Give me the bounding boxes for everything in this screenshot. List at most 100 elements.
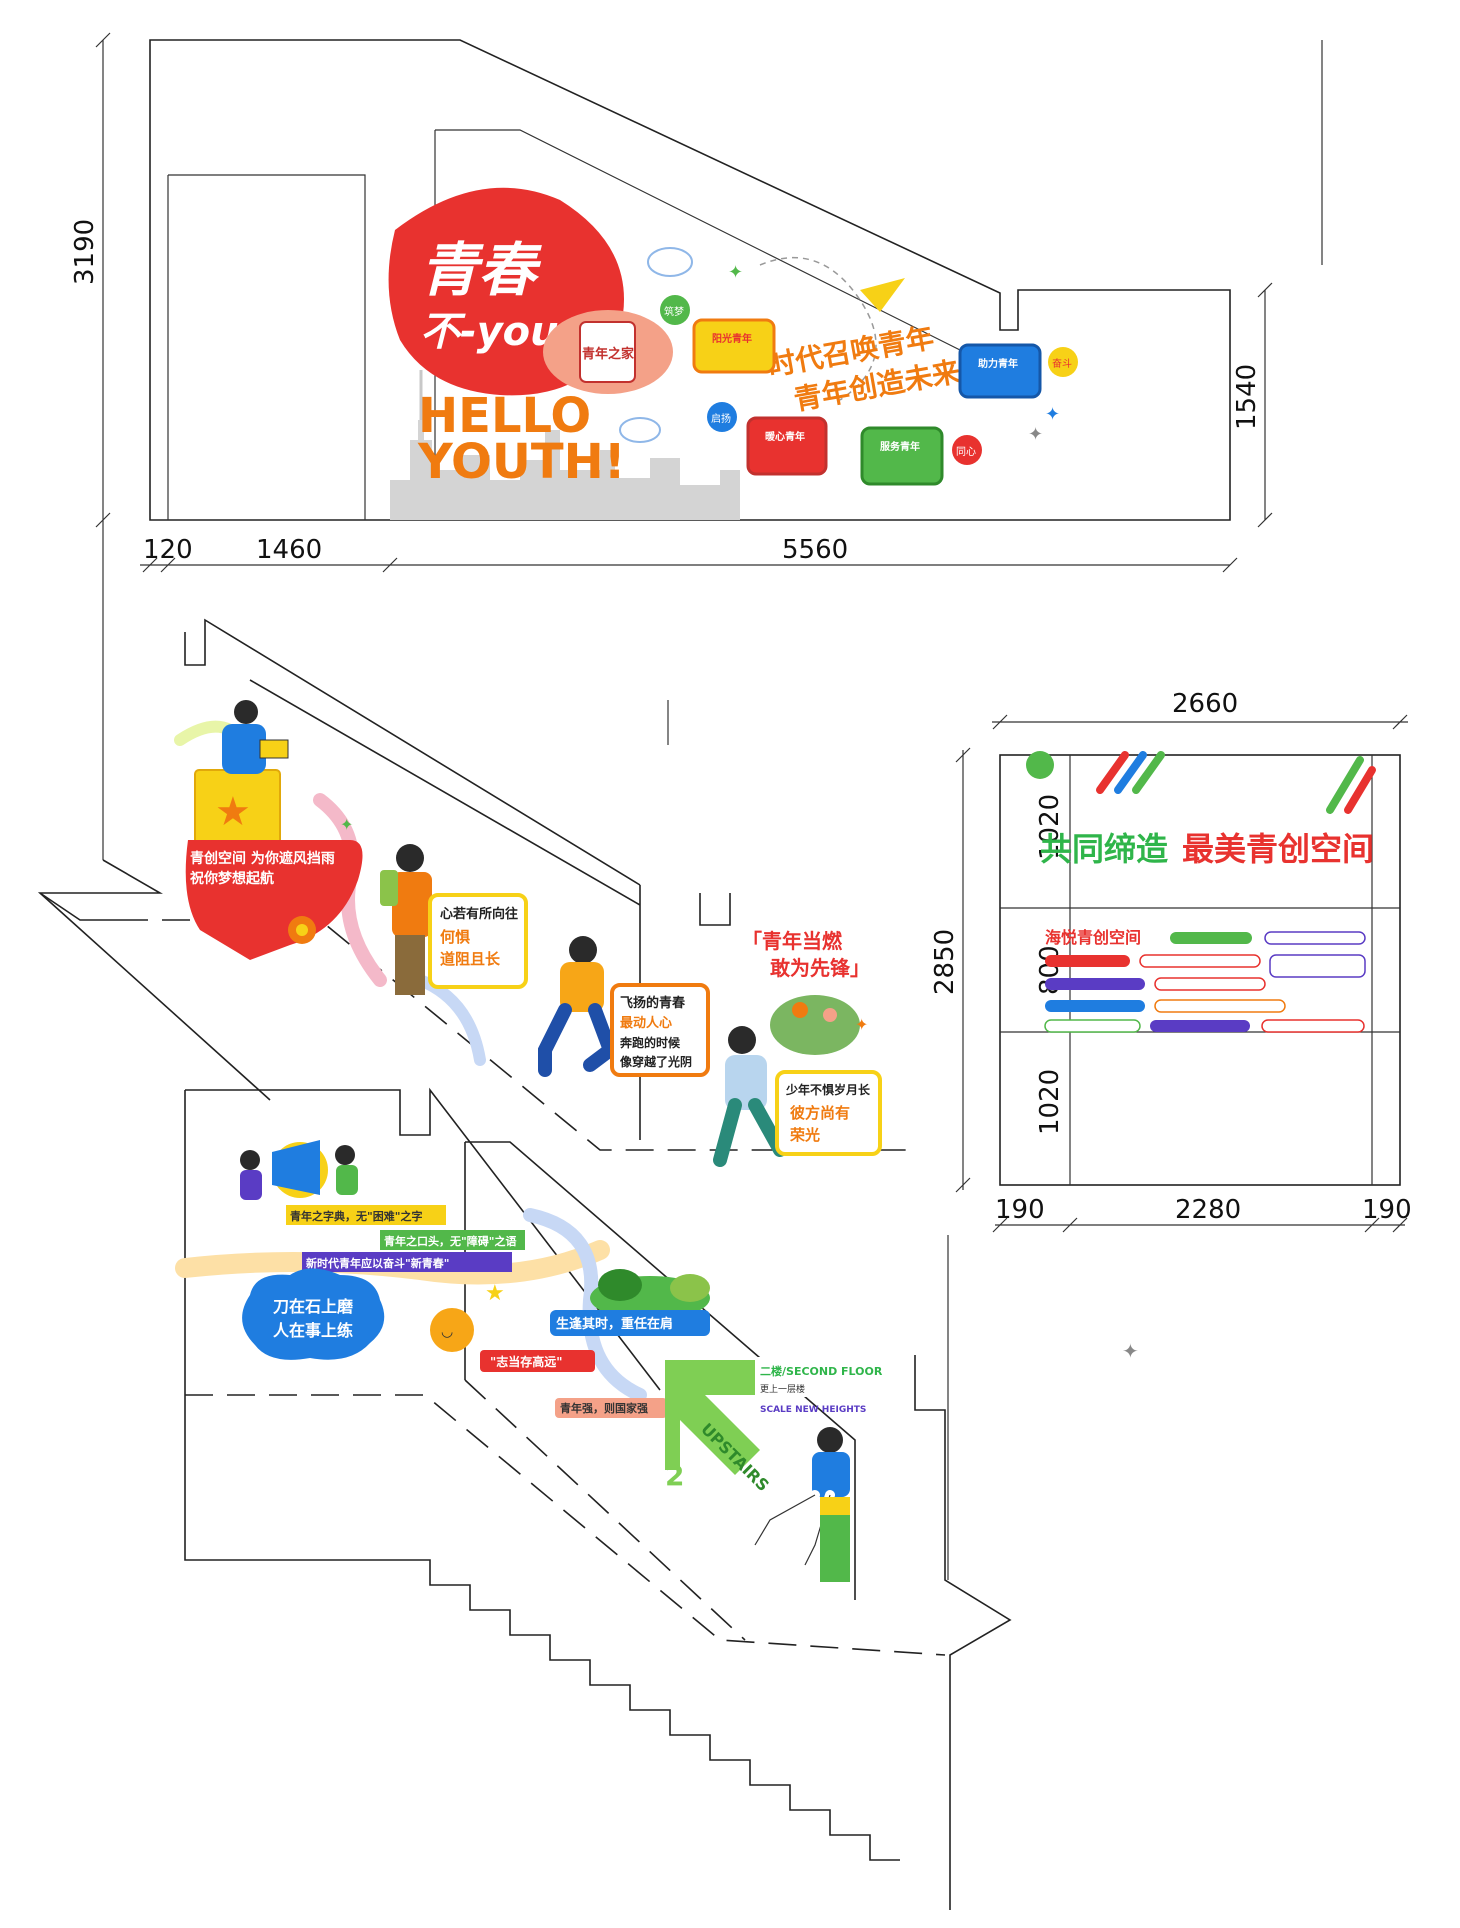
banner-responsibility-text: 生逢其时，重任在肩 — [556, 1316, 673, 1332]
info-bar — [1269, 954, 1366, 978]
plant-bouquet-icon — [770, 995, 860, 1055]
bubble-youth-glory-line3: 荣光 — [789, 1126, 820, 1144]
bubble-heart-way-line3: 道阻且长 — [440, 950, 501, 968]
star-icon: ★ — [215, 789, 251, 835]
bubble-heart-way-line2: 何惧 — [440, 928, 470, 946]
tag-together-label: 同心 — [956, 446, 976, 458]
hello-line2: YOUTH! — [417, 434, 626, 490]
ribbon-decoration — [414, 974, 486, 1066]
person-jumping-body — [560, 962, 604, 1012]
paper-plane-icon — [860, 278, 905, 312]
color-stroke — [1114, 751, 1147, 794]
dim-right-width: 2660 — [1172, 689, 1238, 719]
smiling-sun-icon — [430, 1308, 474, 1352]
dim-right-w2: 2280 — [1175, 1195, 1241, 1225]
tag-strive — [1048, 347, 1078, 377]
person-jumping-legs — [538, 1003, 619, 1077]
person-bouquet-head — [728, 1026, 756, 1054]
color-stroke — [1326, 756, 1364, 814]
person-reader-head — [234, 700, 258, 724]
banner-country-strong-text: 青年强，则国家强 — [560, 1401, 648, 1415]
bubble-youth-help-label: 助力青年 — [978, 357, 1018, 370]
info-bar — [1154, 977, 1266, 991]
backpack-icon — [380, 870, 398, 906]
person-bouquet-legs — [713, 1098, 787, 1167]
banner-ambition — [480, 1350, 595, 1372]
person-jumping-head — [569, 936, 597, 964]
info-bar — [1045, 1000, 1145, 1012]
quote-youth-line1: 「青年当燃 — [742, 929, 843, 953]
bubble-flying-youth — [610, 983, 710, 1077]
info-bar — [1154, 999, 1286, 1013]
sparkle-icon: ✦ — [1028, 424, 1043, 445]
dim-top-w2: 1460 — [256, 535, 322, 565]
sparkle-icon: ✦ — [340, 815, 353, 834]
person-bouquet-body — [725, 1055, 767, 1110]
tag-fly — [707, 402, 737, 432]
info-bar — [1044, 1019, 1141, 1033]
floor-label: 二楼/SECOND FLOOR — [760, 1364, 883, 1378]
dim-right-w3: 190 — [1362, 1195, 1412, 1225]
banner-dictionary — [286, 1205, 446, 1225]
dim-right-h1: 1020 — [1035, 794, 1065, 860]
bubble-flying-youth-line4: 像穿越了光阴 — [620, 1054, 692, 1069]
info-bar — [1045, 978, 1145, 990]
city-skyline — [390, 420, 740, 520]
bubble-youth-care: 暖心青年 — [746, 416, 828, 476]
sparkle-icon: ✦ — [855, 1015, 868, 1034]
color-stroke — [1132, 751, 1165, 794]
blue-cloud-line1: 刀在石上磨 — [273, 1297, 353, 1316]
heart-bubble-line1: 青创空间 为你遮风挡雨 — [190, 850, 335, 867]
person-backpack-legs — [395, 935, 425, 995]
person-reader-body — [222, 724, 266, 774]
top-wall-elevation: 3190 1540 120 1460 5560 青春 不-young 青年之家 … — [70, 32, 1323, 573]
right-title-green: 共同缔造 — [1040, 830, 1168, 868]
sparkle-icon: ✦ — [1122, 1339, 1139, 1363]
bubble-youth-care-label: 暖心青年 — [765, 430, 805, 443]
bubble-heart-way-line1: 心若有所向往 — [440, 906, 518, 922]
floor-sub1: 更上一层楼 — [760, 1383, 805, 1395]
info-bar — [1139, 954, 1261, 968]
blue-cloud-bubble — [242, 1268, 385, 1360]
bubble-youth-glory-line2: 彼方尚有 — [790, 1104, 850, 1122]
tag-dream-label: 筑梦 — [664, 305, 684, 318]
info-bar — [1150, 1020, 1250, 1032]
bubble-youth-service-label: 服务青年 — [880, 440, 920, 453]
book-icon — [259, 739, 289, 759]
star-icon: ★ — [485, 1281, 505, 1306]
color-stroke — [1096, 751, 1129, 794]
dim-top-height: 3190 — [70, 219, 100, 285]
dim-right-height: 2850 — [930, 929, 960, 995]
dim-top-w3: 5560 — [782, 535, 848, 565]
cloud-icon — [647, 247, 693, 277]
tag-together — [952, 435, 982, 465]
bubble-youth-sun: 阳光青年 — [692, 318, 776, 374]
tag-dream — [660, 295, 690, 325]
banner-ambition-text: "志当存高远" — [490, 1354, 563, 1369]
lower-stair-elevation: 青年之字典，无"困难"之字 青年之口头，无"障碍"之语 新时代青年应以奋斗"新青… — [175, 1087, 1012, 1910]
banner-country-strong — [555, 1398, 667, 1418]
right-info-title: 海悦青创空间 — [1045, 928, 1141, 947]
floor-sub2: SCALE NEW HEIGHTS — [760, 1405, 866, 1415]
bubble-flying-youth-line3: 奔跑的时候 — [619, 1035, 681, 1050]
banner-responsibility — [550, 1310, 710, 1336]
banner-new-youth-text: 新时代青年应以奋斗"新青春" — [306, 1256, 449, 1270]
tag-strive-label: 奋斗 — [1052, 357, 1072, 370]
banner-dictionary-text: 青年之字典，无"困难"之字 — [290, 1209, 422, 1223]
bubble-youth-service: 服务青年 — [860, 426, 944, 486]
ribbon-decoration — [523, 1208, 647, 1402]
sparkle-icon: ✦ — [728, 262, 743, 283]
bubble-youth-glory — [775, 1070, 882, 1156]
right-title-red: 最美青创空间 — [1182, 830, 1374, 868]
dim-top-w1: 120 — [143, 535, 193, 565]
person-sitting-body — [812, 1452, 850, 1497]
bubble-heart-way — [428, 893, 528, 989]
person-backpack-body — [392, 872, 432, 937]
info-bar — [1261, 1019, 1365, 1033]
bubble-flying-youth-line1: 飞扬的青春 — [620, 995, 686, 1011]
bubble-youth-glory-line1: 少年不惧岁月长 — [785, 1082, 871, 1097]
upstairs-arrow-icon — [665, 1360, 760, 1475]
heart-bubble-line2: 祝你梦想起航 — [190, 870, 274, 887]
qingchun-title: 青春 — [420, 236, 542, 304]
right-wall-elevation: 2660 2850 1020 800 1020 190 2280 190 共同缔… — [930, 689, 1412, 1233]
